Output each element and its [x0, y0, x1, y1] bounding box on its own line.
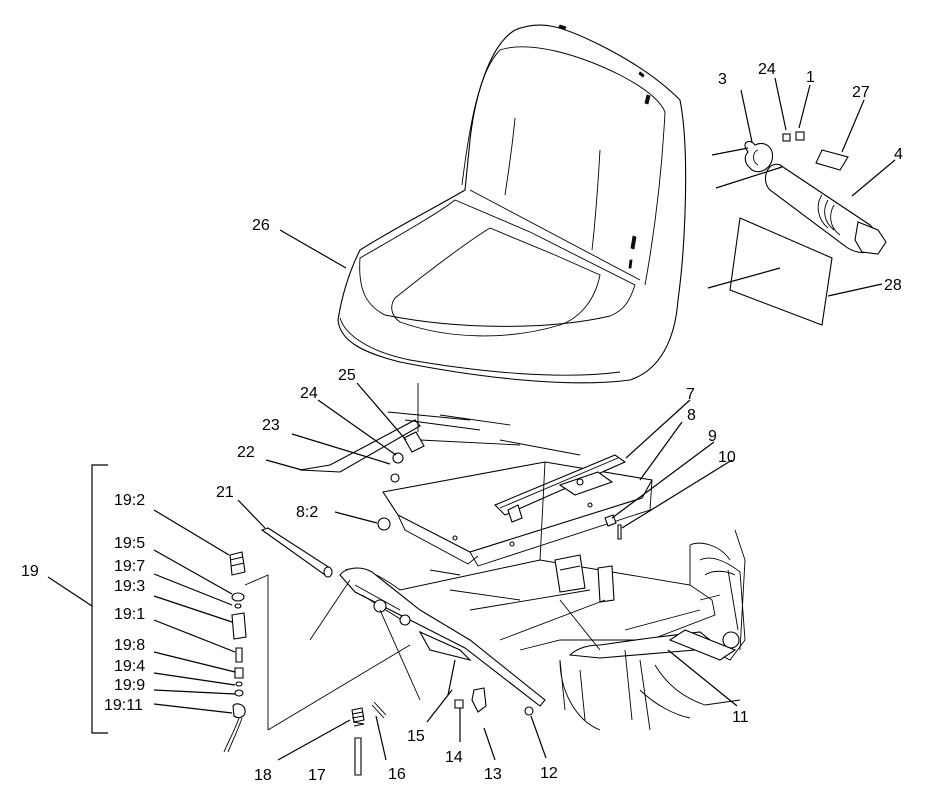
callout-19-3: 19:3	[114, 578, 145, 595]
callout-19-1: 19:1	[114, 606, 145, 623]
callout-19: 19	[21, 563, 39, 580]
callout-23: 23	[262, 417, 280, 434]
callout-12: 12	[540, 765, 558, 782]
callout-15: 15	[407, 728, 425, 745]
callout-19-2: 19:2	[114, 492, 145, 509]
frame-structure	[309, 461, 746, 731]
seat-cushion	[337, 24, 687, 384]
leader-lines	[47, 77, 896, 761]
seat-mount-plate	[299, 383, 653, 567]
callout-8-2: 8:2	[296, 504, 318, 521]
callout-24: 24	[758, 61, 776, 78]
callout-13: 13	[484, 766, 502, 783]
lower-hardware	[351, 687, 534, 776]
callout-9: 9	[708, 428, 717, 445]
callout-27: 27	[852, 84, 870, 101]
callout-24: 24	[300, 385, 318, 402]
callout-14: 14	[445, 749, 463, 766]
callout-10: 10	[718, 449, 736, 466]
callout-16: 16	[388, 766, 406, 783]
callout-19-8: 19:8	[114, 637, 145, 654]
callout-1: 1	[806, 69, 815, 86]
callout-labels: 1 3 24 27 4 26 28 25 24 7 8 23 9 22 10 2…	[21, 61, 903, 784]
callout-28: 28	[884, 277, 902, 294]
callout-8: 8	[687, 407, 696, 424]
callout-19-4: 19:4	[114, 658, 145, 675]
callout-11: 11	[732, 709, 749, 726]
callout-4: 4	[894, 146, 903, 163]
callout-7: 7	[686, 386, 695, 403]
callout-19-11: 19:11	[104, 697, 143, 714]
seat-rod	[260, 527, 333, 578]
knob-assembly	[91, 464, 411, 753]
callout-17: 17	[308, 767, 326, 784]
callout-26: 26	[252, 217, 270, 234]
manual-tube-assembly	[707, 131, 887, 326]
callout-18: 18	[254, 767, 272, 784]
callout-21: 21	[216, 484, 234, 501]
callout-25: 25	[338, 367, 356, 384]
callout-19-9: 19:9	[114, 677, 145, 694]
callout-19-5: 19:5	[114, 535, 145, 552]
callout-3: 3	[718, 71, 727, 88]
callout-22: 22	[237, 444, 255, 461]
callout-19-7: 19:7	[114, 558, 145, 575]
